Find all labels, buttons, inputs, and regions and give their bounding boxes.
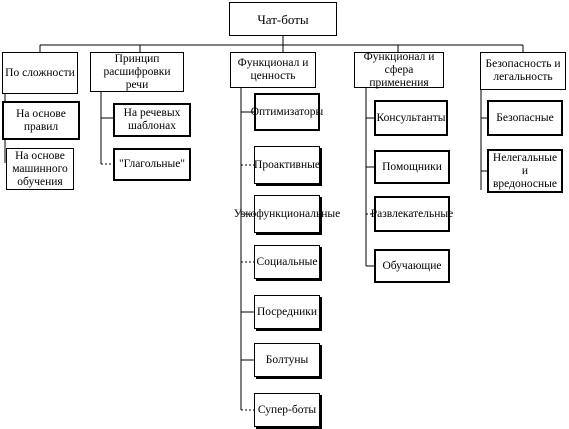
- category-security-legality: Безопасность и легальность: [480, 52, 566, 90]
- category-label: Принцип расшифровки речи: [103, 52, 171, 91]
- item-rule-based: На основе правил: [2, 101, 80, 140]
- category-speech-decoding: Принцип расшифровки речи: [90, 52, 184, 92]
- item-label: "Глагольные": [118, 158, 185, 170]
- item-proactive: Проактивные: [254, 146, 320, 184]
- item-label: Консультанты: [376, 111, 446, 124]
- item-label: Узкофункциональные: [233, 207, 341, 220]
- item-label: Оптимизаторы: [250, 105, 324, 118]
- root-label: Чат-боты: [257, 11, 309, 27]
- category-label: Безопасность и легальность: [485, 58, 561, 83]
- item-verbal: "Глагольные": [113, 148, 191, 181]
- item-intermediaries: Посредники: [254, 295, 320, 329]
- category-complexity: По сложности: [2, 52, 78, 94]
- category-label: По сложности: [5, 66, 75, 79]
- item-assistants: Помощники: [374, 150, 450, 184]
- item-consultants: Консультанты: [374, 100, 448, 136]
- item-speech-templates: На речевых шаблонах: [113, 103, 191, 137]
- item-label: Проактивные: [254, 158, 320, 171]
- item-label: Безопасные: [496, 111, 554, 124]
- item-chatterboxes: Болтуны: [254, 343, 320, 377]
- item-optimizers: Оптимизаторы: [251, 93, 323, 131]
- item-social: Социальные: [254, 245, 320, 279]
- item-educational: Обучающие: [374, 249, 450, 283]
- item-narrow-functional: Узкофункциональные: [234, 195, 340, 233]
- item-label: Посредники: [256, 305, 318, 318]
- item-machine-learning: На основе машинного обучения: [6, 148, 74, 190]
- item-label: Помощники: [382, 160, 442, 173]
- item-label: Социальные: [256, 255, 318, 268]
- item-illegal-malicious: Нелегальные и вредоносные: [487, 149, 563, 193]
- category-functionality-scope: Функционал и сфера применения: [354, 50, 444, 89]
- item-super-bots: Супер-боты: [254, 393, 320, 427]
- category-label: Функционал и ценность: [237, 57, 309, 82]
- item-label: На основе машинного обучения: [12, 149, 68, 188]
- item-label: На основе правил: [16, 107, 66, 133]
- item-label: На речевых шаблонах: [123, 107, 181, 132]
- item-entertainment: Развлекательные: [370, 196, 454, 232]
- root-node: Чат-боты: [229, 2, 337, 36]
- item-safe: Безопасные: [487, 100, 563, 136]
- category-functionality-value: Функционал и ценность: [230, 52, 316, 88]
- item-label: Супер-боты: [257, 403, 317, 416]
- item-label: Развлекательные: [370, 207, 454, 220]
- item-label: Нелегальные и вредоносные: [492, 151, 558, 190]
- item-label: Обучающие: [382, 259, 442, 272]
- category-label: Функционал и сфера применения: [363, 50, 435, 89]
- item-label: Болтуны: [265, 353, 309, 366]
